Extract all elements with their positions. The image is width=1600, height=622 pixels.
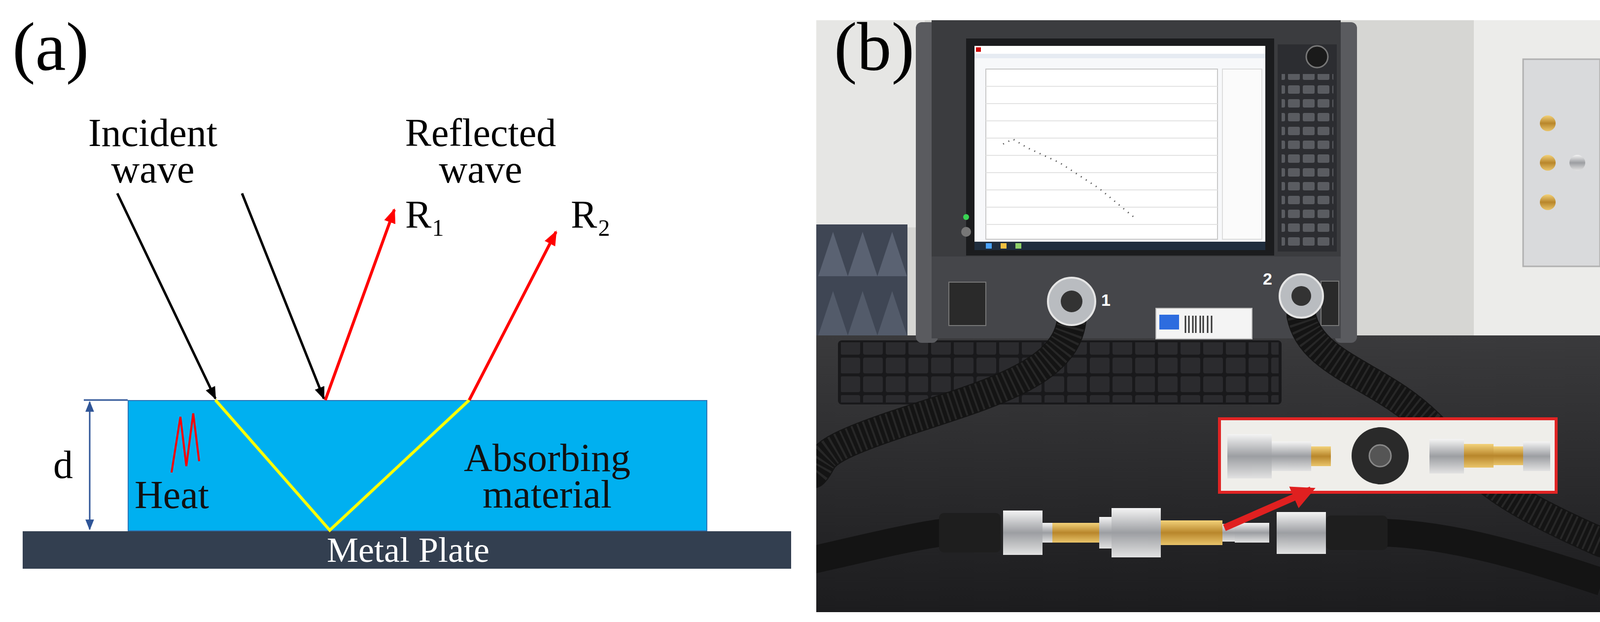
connector-ring	[1099, 516, 1112, 549]
absorber-foam	[816, 224, 908, 343]
wave-label: Reflected wave	[386, 114, 575, 188]
cable-braid	[816, 320, 1072, 474]
test-cable	[816, 320, 1072, 474]
connector-neck	[1042, 522, 1053, 543]
app-icon	[975, 47, 981, 52]
rack-connector	[1539, 194, 1556, 210]
inset-connector	[1463, 443, 1494, 468]
adapter-body	[1160, 520, 1223, 545]
thickness-dimension	[89, 401, 91, 529]
wave-label: Incident wave	[59, 114, 247, 188]
warning-sticker	[1321, 280, 1339, 326]
reflected-ray	[325, 209, 395, 400]
power-button	[961, 226, 972, 237]
plot-area	[985, 69, 1218, 240]
inset-connector	[1227, 433, 1272, 479]
keypad	[1277, 44, 1337, 252]
desk	[816, 335, 1600, 612]
connector-nut	[1234, 522, 1270, 543]
rack-connector	[1539, 115, 1556, 132]
material-label: Absorbing material	[438, 439, 656, 513]
screen	[974, 45, 1266, 250]
inset-connector	[1429, 438, 1464, 474]
lab-wall	[816, 20, 1600, 366]
inset-pin	[1311, 446, 1331, 466]
taskbar-icon	[985, 243, 992, 249]
reflection-symbol: R₁	[405, 194, 455, 235]
metal-plate: Metal Plate	[22, 530, 792, 569]
inset-connector	[1523, 441, 1551, 471]
connector-body	[1052, 522, 1100, 543]
taskbar	[974, 241, 1266, 250]
connector-boot	[939, 512, 1001, 553]
power-led	[963, 213, 970, 220]
plot-trace	[1003, 139, 1134, 217]
inset-connector	[1271, 441, 1312, 471]
absorbing-layer: Heat Absorbing material	[127, 399, 708, 531]
dimension-extension	[83, 399, 128, 401]
menu-bar	[974, 53, 1266, 59]
sticker-logo	[1159, 314, 1180, 330]
warning-sticker	[948, 281, 986, 326]
rack-connector	[1569, 154, 1586, 171]
network-analyzer	[931, 20, 1341, 339]
plot-grid	[985, 86, 1218, 225]
sample-ring	[1351, 426, 1409, 485]
heat-zigzag	[171, 413, 200, 473]
foam-pyramids	[818, 290, 907, 336]
pointer-arrow	[1224, 489, 1312, 528]
connector-nut	[1276, 511, 1326, 554]
internal-ray	[215, 399, 470, 530]
taskbar-icon	[1000, 243, 1007, 249]
rack-connector	[1539, 154, 1556, 171]
barcode	[1185, 315, 1212, 333]
taskbar-icon	[1015, 243, 1022, 249]
reflected-ray	[469, 231, 557, 400]
port-center	[1060, 290, 1083, 313]
port-connector	[1279, 274, 1323, 318]
inset-frame	[1219, 418, 1557, 492]
port-center	[1291, 285, 1312, 306]
barcode-sticker	[1155, 308, 1253, 339]
incident-ray	[242, 193, 324, 399]
control-knob	[1306, 45, 1328, 68]
port-number: 1	[1101, 289, 1123, 310]
side-pane	[1222, 69, 1262, 240]
screen-bezel	[966, 38, 1275, 256]
test-cable	[1385, 532, 1600, 582]
port-panel	[931, 256, 1341, 339]
connector-nut	[1003, 510, 1043, 555]
reflection-symbol: R₂	[570, 194, 621, 235]
keypad-buttons	[1281, 73, 1334, 247]
foam-pyramids	[818, 231, 907, 277]
title-bar	[974, 45, 1266, 54]
incident-ray	[117, 193, 216, 399]
photo-content	[816, 20, 1600, 612]
heat-label: Heat	[134, 474, 234, 515]
thickness-symbol: d	[53, 444, 83, 485]
panel-letter: (b)	[834, 9, 953, 84]
inset-connector	[1493, 446, 1524, 465]
connector-boot	[1325, 515, 1388, 550]
panel-letter: (a)	[12, 9, 126, 84]
test-cable	[816, 532, 942, 560]
rack-panel	[1523, 59, 1600, 267]
plate-label: Metal Plate	[260, 530, 557, 569]
equipment-rack	[1473, 20, 1600, 336]
adapter-nut	[1111, 507, 1161, 557]
port-connector	[1047, 277, 1096, 325]
sample-hole	[1369, 444, 1392, 467]
port-number: 2	[1262, 268, 1285, 289]
